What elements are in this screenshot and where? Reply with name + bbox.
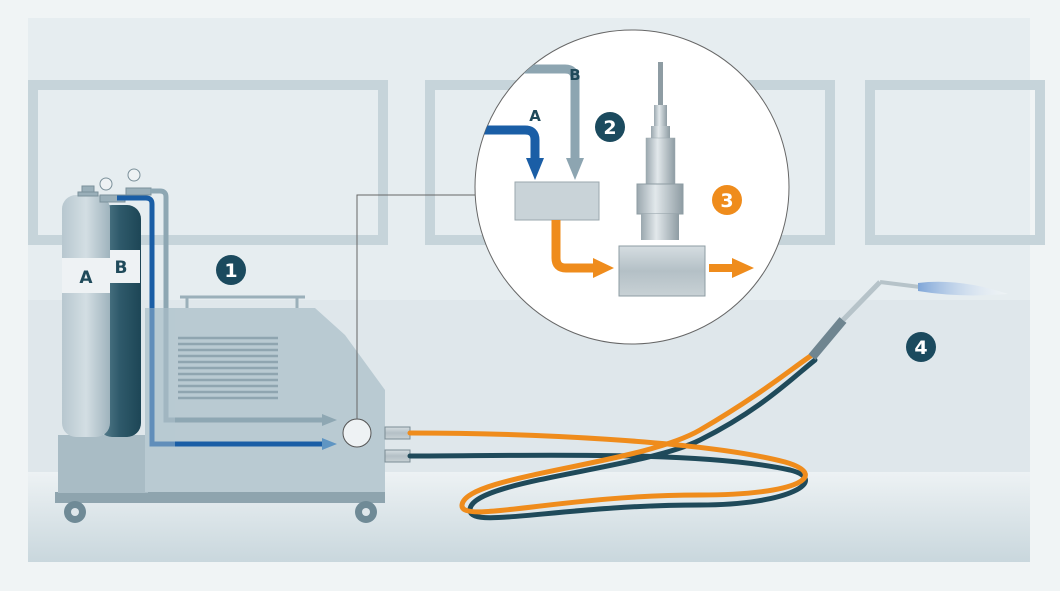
svg-text:2: 2 [603, 117, 616, 139]
badge-step-4: 4 [906, 332, 936, 362]
magnified-view: B A [474, 29, 790, 345]
outlet-connector [384, 449, 411, 463]
mixed-gas-pipe [551, 220, 595, 273]
svg-text:3: 3 [720, 190, 733, 212]
inlet-a-pipe [475, 125, 540, 160]
wheel-icon [64, 501, 86, 523]
cylinder-a: A [62, 195, 110, 437]
outlet-connector [384, 426, 411, 440]
cylinder-a-label: A [79, 268, 93, 288]
welding-torch [808, 280, 1008, 360]
cylinder-b-label: B [115, 258, 128, 278]
mixer-block [514, 181, 600, 221]
wheel-icon [355, 501, 377, 523]
badge-step-2: 2 [595, 112, 625, 142]
regulator-icon [77, 168, 152, 203]
pipe-gas-a [117, 195, 325, 447]
inlet-b-label: B [569, 66, 580, 84]
vent-grille [178, 336, 278, 400]
flame-icon [918, 281, 1008, 296]
gas-sensor [618, 62, 706, 297]
pipe-gas-b [150, 188, 325, 423]
callout-line [356, 194, 482, 419]
svg-text:4: 4 [914, 337, 927, 359]
inlet-b-pipe [475, 64, 580, 160]
inlet-a-label: A [529, 107, 541, 125]
mixing-unit: B A [55, 168, 482, 523]
mixer-chamber [342, 418, 372, 448]
badge-step-1: 1 [216, 255, 246, 285]
hoses [407, 352, 818, 521]
badge-step-3: 3 [712, 185, 742, 215]
outlet-arrow-icon [732, 258, 754, 278]
svg-text:1: 1 [224, 260, 237, 282]
sensor-housing [618, 245, 706, 297]
